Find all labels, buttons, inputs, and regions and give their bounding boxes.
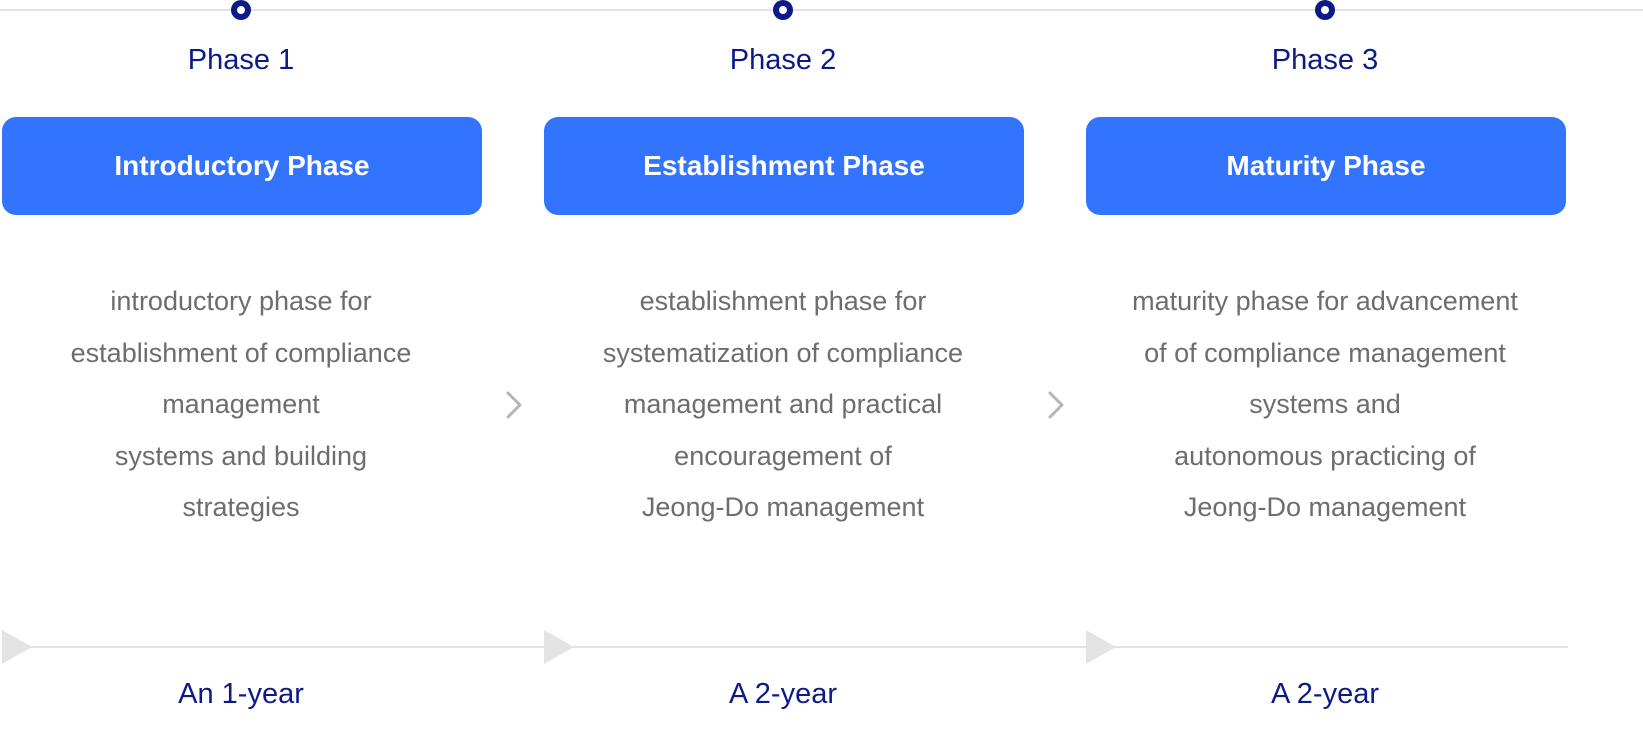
description-line: introductory phase for (110, 286, 372, 316)
play-triangle-icon (2, 630, 32, 664)
phase-description: establishment phase for systematization … (562, 276, 1004, 534)
description-line: systems and (1249, 389, 1401, 419)
phase-title: Maturity Phase (1226, 150, 1426, 181)
description-line: establishment of compliance (70, 337, 412, 368)
description-line: strategies (182, 492, 300, 522)
ring-dot-icon (773, 0, 793, 20)
description-line: systems and building (114, 440, 368, 471)
chevron-right-icon (1048, 391, 1064, 419)
phase-description: introductory phase for establishment of … (20, 276, 462, 534)
phase-title-box: Establishment Phase (544, 117, 1024, 215)
timeline-segment (2, 630, 544, 664)
description-line: establishment phase for (639, 286, 927, 316)
phase-label: Phase 1 (187, 44, 295, 76)
phase-label: Phase 3 (1271, 44, 1379, 76)
ring-dot-icon (1315, 0, 1335, 20)
description-line: Jeong-Do management (641, 492, 925, 522)
phase-column-3: Phase 3 Maturity Phase maturity phase fo… (1084, 0, 1568, 746)
timeline-segment (1086, 630, 1568, 664)
chevron-right-icon (506, 391, 522, 419)
description-line: systematization of compliance (602, 337, 964, 368)
phase-title: Establishment Phase (643, 150, 925, 181)
phase-title: Introductory Phase (114, 150, 370, 181)
phase-title-box: Introductory Phase (2, 117, 482, 215)
description-line: management (162, 389, 320, 419)
phase-duration: A 2-year (729, 678, 837, 710)
description-line: management and practical (623, 389, 943, 419)
phase-duration: An 1-year (178, 678, 304, 710)
phase-column-1: Phase 1 Introductory Phase introductory … (0, 0, 544, 746)
description-line: maturity phase for advancement (1132, 286, 1518, 316)
phase-title-box: Maturity Phase (1086, 117, 1566, 215)
phase-description: maturity phase for advancement of of com… (1104, 276, 1546, 534)
phase-duration: A 2-year (1271, 678, 1379, 710)
description-line: of of compliance management (1144, 337, 1506, 368)
description-line: encouragement of (674, 440, 892, 471)
ring-dot-icon (231, 0, 251, 20)
timeline-segment (544, 630, 1086, 664)
description-line: Jeong-Do management (1183, 492, 1467, 522)
description-line: autonomous practicing of (1174, 440, 1476, 471)
phase-column-2: Phase 2 Establishment Phase establishmen… (542, 0, 1086, 746)
phase-label: Phase 2 (729, 44, 837, 76)
play-triangle-icon (1086, 630, 1116, 664)
play-triangle-icon (544, 630, 574, 664)
timeline-top-line (0, 9, 1643, 11)
